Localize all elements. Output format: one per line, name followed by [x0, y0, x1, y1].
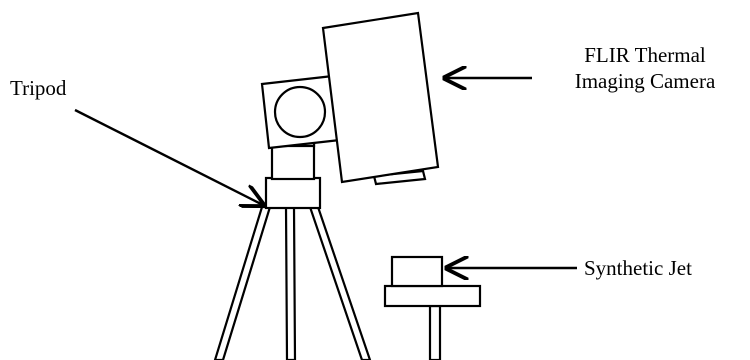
camera-label-line1: FLIR Thermal	[584, 43, 706, 67]
tripod-legs	[213, 205, 372, 360]
synthetic-jet-box	[390, 255, 444, 288]
synthetic-jet-stand	[383, 255, 482, 360]
tripod-head-block	[264, 176, 322, 210]
camera-label-line2: Imaging Camera	[574, 69, 716, 93]
synthetic-jet-label: Synthetic Jet	[584, 256, 692, 280]
thermal-camera	[321, 11, 440, 186]
tripod-label: Tripod	[10, 76, 67, 100]
camera-label: FLIR Thermal Imaging Camera	[540, 42, 750, 94]
camera-mount	[260, 74, 342, 150]
tripod-column	[270, 141, 316, 181]
tripod-arrow	[74, 108, 263, 205]
